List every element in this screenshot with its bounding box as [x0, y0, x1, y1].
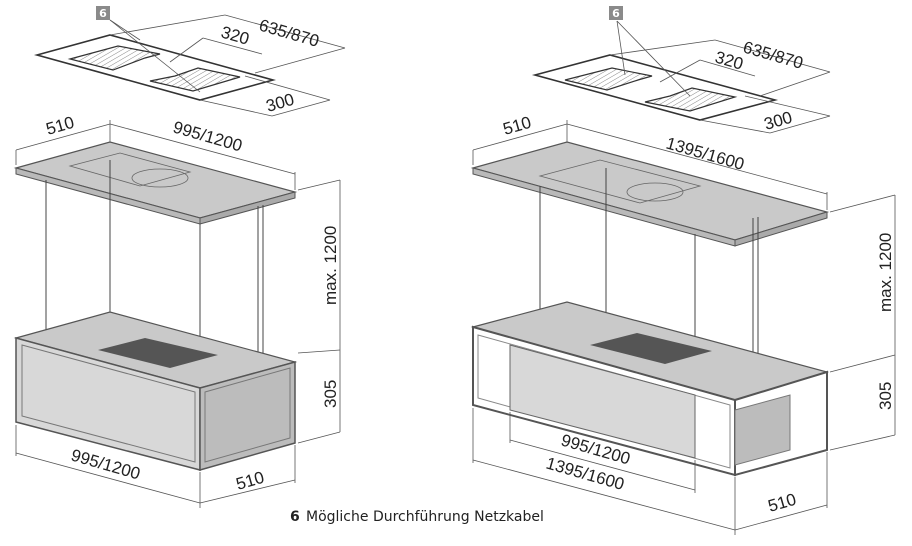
right-cutout-depth-label: 300 — [762, 108, 795, 134]
left-max-height-label: max. 1200 — [321, 226, 340, 305]
right-badge-label: 6 — [612, 7, 620, 20]
legend-text: Mögliche Durchführung Netzkabel — [306, 509, 544, 525]
left-badge — [96, 6, 110, 20]
left-top-width-label: 995/1200 — [171, 118, 244, 156]
legend: 6 Mögliche Durchführung Netzkabel — [290, 509, 544, 525]
right-badge — [609, 6, 623, 20]
cutout-right — [149, 67, 241, 92]
left-hood-box — [13, 311, 298, 471]
right-cutout-template — [531, 20, 779, 121]
left-grille — [98, 338, 218, 368]
right-ceiling-plate — [470, 141, 830, 247]
right-max-height-label: max. 1200 — [876, 233, 895, 312]
right-suspension-rods — [539, 168, 759, 380]
legend-number: 6 — [290, 509, 300, 525]
right-bottom-depth-label: 510 — [766, 490, 799, 516]
cutout-left — [564, 67, 653, 91]
right-grille — [590, 333, 712, 364]
cutout-left — [67, 45, 161, 71]
left-cutout-depth-label: 300 — [264, 90, 297, 116]
left-bottom-depth-label: 510 — [234, 468, 267, 494]
right-box-height-label: 305 — [876, 382, 895, 410]
left-cutout-spacing-label: 320 — [219, 23, 252, 49]
left-box-height-label: 305 — [321, 380, 340, 408]
cutout-right — [644, 87, 738, 112]
left-unit: 6 635/870 320 300 — [13, 6, 346, 508]
left-ceiling-plate — [13, 141, 298, 225]
left-cutout-width-label: 635/870 — [257, 16, 321, 51]
right-top-width-label: 1395/1600 — [664, 134, 746, 174]
right-unit: 6 635/870 320 300 510 139 — [470, 6, 896, 535]
left-badge-label: 6 — [99, 7, 107, 20]
right-cutout-spacing-label: 320 — [713, 48, 746, 74]
left-suspension-rods — [45, 160, 264, 380]
right-hood-frame — [470, 301, 830, 477]
right-cutout-width-label: 635/870 — [741, 38, 805, 73]
